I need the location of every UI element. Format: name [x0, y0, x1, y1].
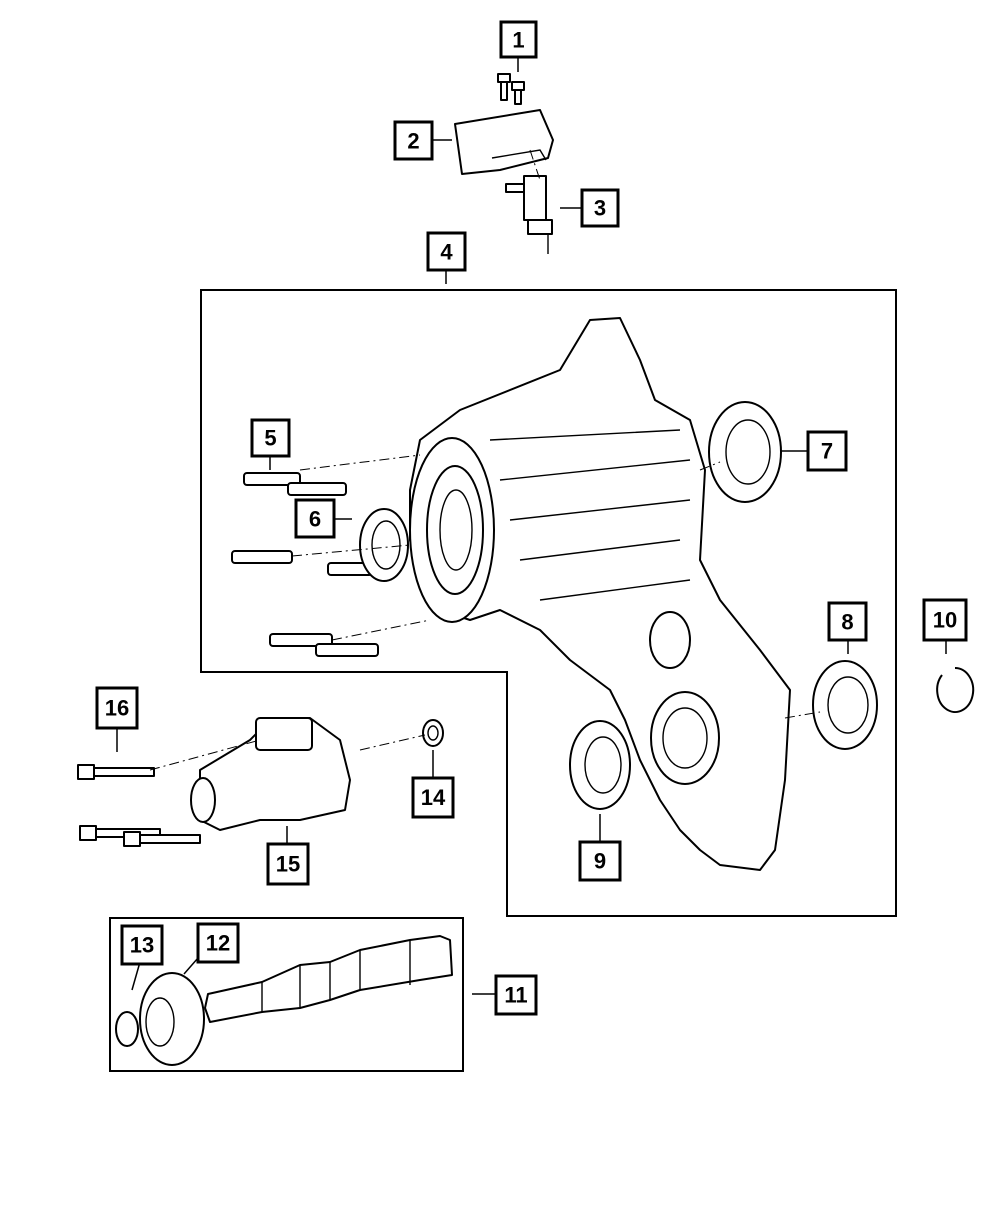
- alignment-line: [149, 739, 261, 771]
- callout-12: 12: [196, 922, 240, 964]
- callout-label: 13: [130, 933, 154, 958]
- callout-label: 8: [841, 610, 853, 635]
- callout-label: 16: [105, 696, 129, 721]
- part-8-bearing: [812, 660, 878, 750]
- callout-label: 3: [594, 196, 606, 221]
- callout-7: 7: [806, 430, 848, 472]
- part-16-bolts: [77, 764, 201, 847]
- callout-label: 6: [309, 507, 321, 532]
- alignment-line: [699, 461, 721, 471]
- callout-label: 1: [512, 28, 524, 53]
- part-4-housing: [409, 317, 791, 871]
- callout-3: 3: [580, 188, 620, 228]
- callout-9: 9: [578, 840, 622, 882]
- callout-label: 11: [504, 983, 527, 1008]
- callout-label: 15: [276, 852, 300, 877]
- callout-14: 14: [411, 776, 455, 819]
- part-6-seal: [359, 508, 409, 582]
- callout-1: 1: [499, 20, 538, 59]
- callout-11: 11: [494, 974, 538, 1016]
- part-15-motor: [190, 717, 351, 831]
- part-14-seal: [422, 719, 444, 747]
- callout-6: 6: [294, 498, 336, 539]
- callout-label: 9: [594, 849, 606, 874]
- callout-4: 4: [426, 231, 467, 272]
- part-9-seal: [569, 720, 631, 810]
- alignment-line: [331, 619, 431, 641]
- alignment-line: [784, 711, 821, 719]
- callout-label: 10: [933, 608, 957, 633]
- part-7-seal: [708, 401, 782, 503]
- leader-13: [131, 961, 141, 991]
- callout-label: 12: [206, 931, 230, 956]
- callout-15: 15: [266, 842, 310, 886]
- callout-8: 8: [827, 601, 868, 642]
- callout-13: 13: [120, 924, 164, 966]
- alignment-line: [299, 454, 421, 471]
- part-2-bracket: [454, 109, 554, 175]
- callout-label: 2: [407, 129, 419, 154]
- part-12-washer: [139, 972, 205, 1066]
- part-3-sensor: [505, 175, 553, 254]
- callout-label: 4: [440, 240, 453, 265]
- alignment-line: [359, 734, 426, 751]
- part-1-bolts: [497, 73, 525, 105]
- group-box-shaft: [109, 917, 464, 1072]
- group-box-housing: [200, 289, 897, 917]
- callout-label: 7: [821, 439, 833, 464]
- callout-label: 14: [421, 785, 446, 810]
- callout-5: 5: [250, 418, 291, 458]
- leader-12: [183, 957, 199, 975]
- callout-10: 10: [922, 598, 968, 642]
- callout-2: 2: [393, 120, 434, 161]
- part-11-shaft: [204, 935, 453, 1023]
- callout-label: 5: [264, 426, 276, 451]
- part-10-snap-ring: [936, 666, 975, 713]
- callout-16: 16: [95, 686, 139, 730]
- part-13-ring: [115, 1011, 139, 1047]
- alignment-line: [529, 149, 541, 181]
